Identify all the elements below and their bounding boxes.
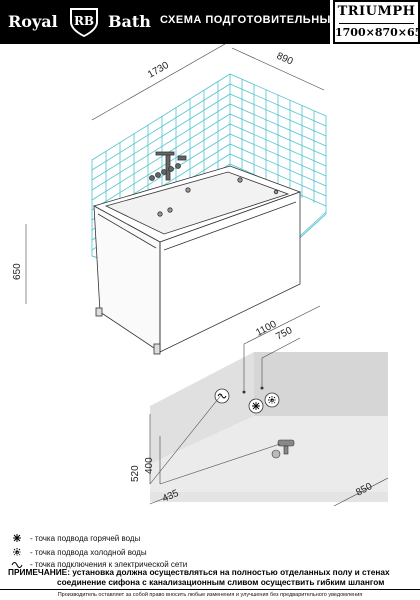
dim-top-width: 890 xyxy=(275,51,295,68)
note-heading: ПРИМЕЧАНИЕ: xyxy=(8,567,70,577)
legend-item-power: - точка подключения к электрической сети xyxy=(8,558,187,570)
brand-shield-logo: RB xyxy=(70,8,98,37)
dim-top-height: 650 xyxy=(12,263,23,280)
model-box: TRIUMPH 1700×870×650 xyxy=(333,0,420,44)
dim-floor-400: 400 xyxy=(144,457,155,474)
model-name: TRIUMPH xyxy=(337,4,416,19)
installation-diagram: 1730 890 650 xyxy=(12,44,389,507)
floor-room xyxy=(150,352,388,502)
note-line-1: установка должна осуществляться на полно… xyxy=(72,567,390,577)
legend-label-hot-water: - точка подвода горячей воды xyxy=(30,533,141,543)
page-title: СХЕМА ПОДГОТОВИТЕЛЬНЫХ РАБОТ xyxy=(160,14,383,26)
power-outlet-icon xyxy=(214,388,230,404)
model-divider xyxy=(339,23,414,24)
supply-points xyxy=(214,386,295,459)
brand-logo-text: RB xyxy=(74,14,94,28)
brand-name-left: Royal xyxy=(8,12,58,31)
installation-note: ПРИМЕЧАНИЕ: установка должна осуществлят… xyxy=(8,567,418,587)
wall-tiles-right xyxy=(229,79,327,207)
brand-name-right: Bath xyxy=(108,12,151,31)
bathtub xyxy=(92,151,302,355)
cold-water-icon xyxy=(264,392,280,408)
note-line-2: соединение сифона с канализационным слив… xyxy=(57,577,385,587)
drain-siphon-icon xyxy=(271,439,295,459)
dimensions-top xyxy=(25,44,325,304)
header-bar: Royal RB Bath СХЕМА ПОДГОТОВИТЕЛЬНЫХ РАБ… xyxy=(0,0,382,44)
legend-item-hot-water: - точка подвода горячей воды xyxy=(8,532,140,544)
legend-label-power: - точка подключения к электрической сети xyxy=(30,559,188,569)
dimensions-floor xyxy=(149,305,389,507)
dim-floor-520: 520 xyxy=(130,465,141,482)
footer-disclaimer: Производитель оставляет за собой право в… xyxy=(0,589,420,600)
hydromassage-jets-icon xyxy=(157,177,279,217)
faucet-icon xyxy=(149,151,187,181)
legend-item-cold-water: - точка подвода холодной воды xyxy=(8,546,147,558)
model-dimensions: 1700×870×650 xyxy=(335,26,420,39)
hot-water-icon xyxy=(13,534,21,542)
legend-label-cold-water: - точка подвода холодной воды xyxy=(30,547,147,557)
dim-top-length: 1730 xyxy=(146,60,171,81)
header: Royal RB Bath СХЕМА ПОДГОТОВИТЕЛЬНЫХ РАБ… xyxy=(0,0,420,44)
power-outlet-icon xyxy=(11,562,23,568)
hot-water-icon xyxy=(248,398,264,414)
cold-water-icon xyxy=(13,548,21,556)
